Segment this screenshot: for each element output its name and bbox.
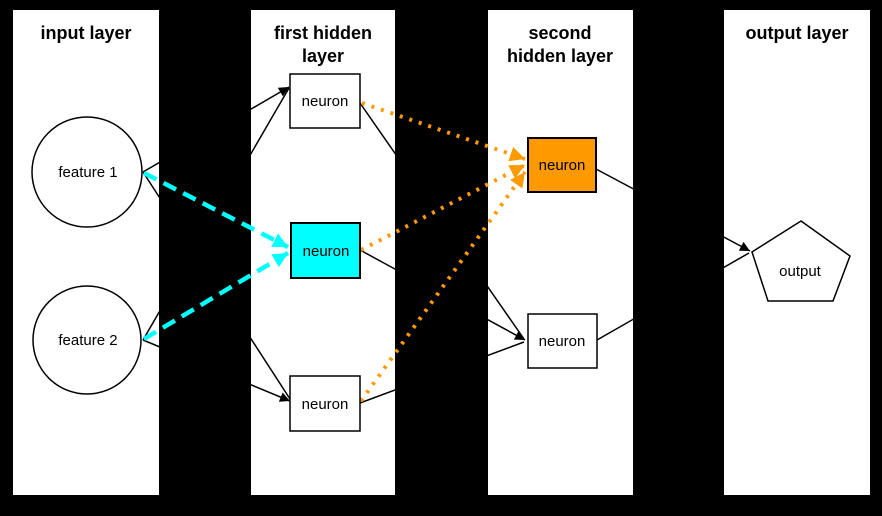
- edge-h2bottom-output: [596, 252, 750, 341]
- title-first-hidden-line2: layer: [302, 46, 344, 66]
- node-h1-mid-label: neuron: [303, 243, 350, 260]
- node-h1-bottom-neuron: [289, 375, 361, 432]
- edge-feature2-h1bottom: [142, 339, 291, 402]
- title-output-layer: output layer: [745, 23, 848, 43]
- node-output-pentagon: [751, 220, 851, 302]
- node-h1-bottom-label: neuron: [302, 396, 349, 413]
- edge-feature2-h1mid-highlight: [142, 251, 290, 341]
- panel-second-hidden-layer: [488, 10, 633, 495]
- node-h1-top-neuron: [289, 73, 361, 129]
- panel-input-layer: [13, 10, 159, 495]
- edge-h1mid-h2top-highlight: [360, 163, 526, 252]
- edge-h2top-output: [595, 168, 751, 252]
- node-h2-top-label: neuron: [539, 157, 586, 174]
- title-first-hidden-line1: first hidden: [274, 23, 372, 43]
- edge-feature1-h1bottom: [142, 171, 291, 400]
- title-second-hidden-line1: second: [528, 23, 591, 43]
- edge-h1bottom-h2top-highlight: [359, 170, 527, 403]
- node-h2-bottom-neuron: [527, 313, 598, 369]
- title-input-layer: input layer: [40, 23, 131, 43]
- node-h2-bottom-label: neuron: [539, 333, 586, 350]
- node-feature-2-label: feature 2: [58, 332, 117, 349]
- edge-h1bottom-h2bottom: [359, 341, 525, 404]
- edge-feature1-h1mid-highlight: [142, 170, 290, 250]
- edge-feature2-h1top: [142, 87, 290, 341]
- node-feature-2: [32, 285, 142, 395]
- node-h2-top-neuron: [527, 137, 597, 193]
- node-feature-1: [31, 116, 143, 228]
- node-h1-top-label: neuron: [302, 93, 349, 110]
- node-h1-mid-neuron: [290, 222, 361, 279]
- edge-feature1-h1top: [142, 86, 290, 173]
- title-second-hidden-line2: hidden layer: [507, 46, 613, 66]
- edge-h1top-h2bottom: [359, 102, 525, 340]
- edge-h1mid-h2bottom: [359, 249, 526, 341]
- node-output-label: output: [779, 263, 822, 280]
- node-feature-1-label: feature 1: [58, 164, 117, 181]
